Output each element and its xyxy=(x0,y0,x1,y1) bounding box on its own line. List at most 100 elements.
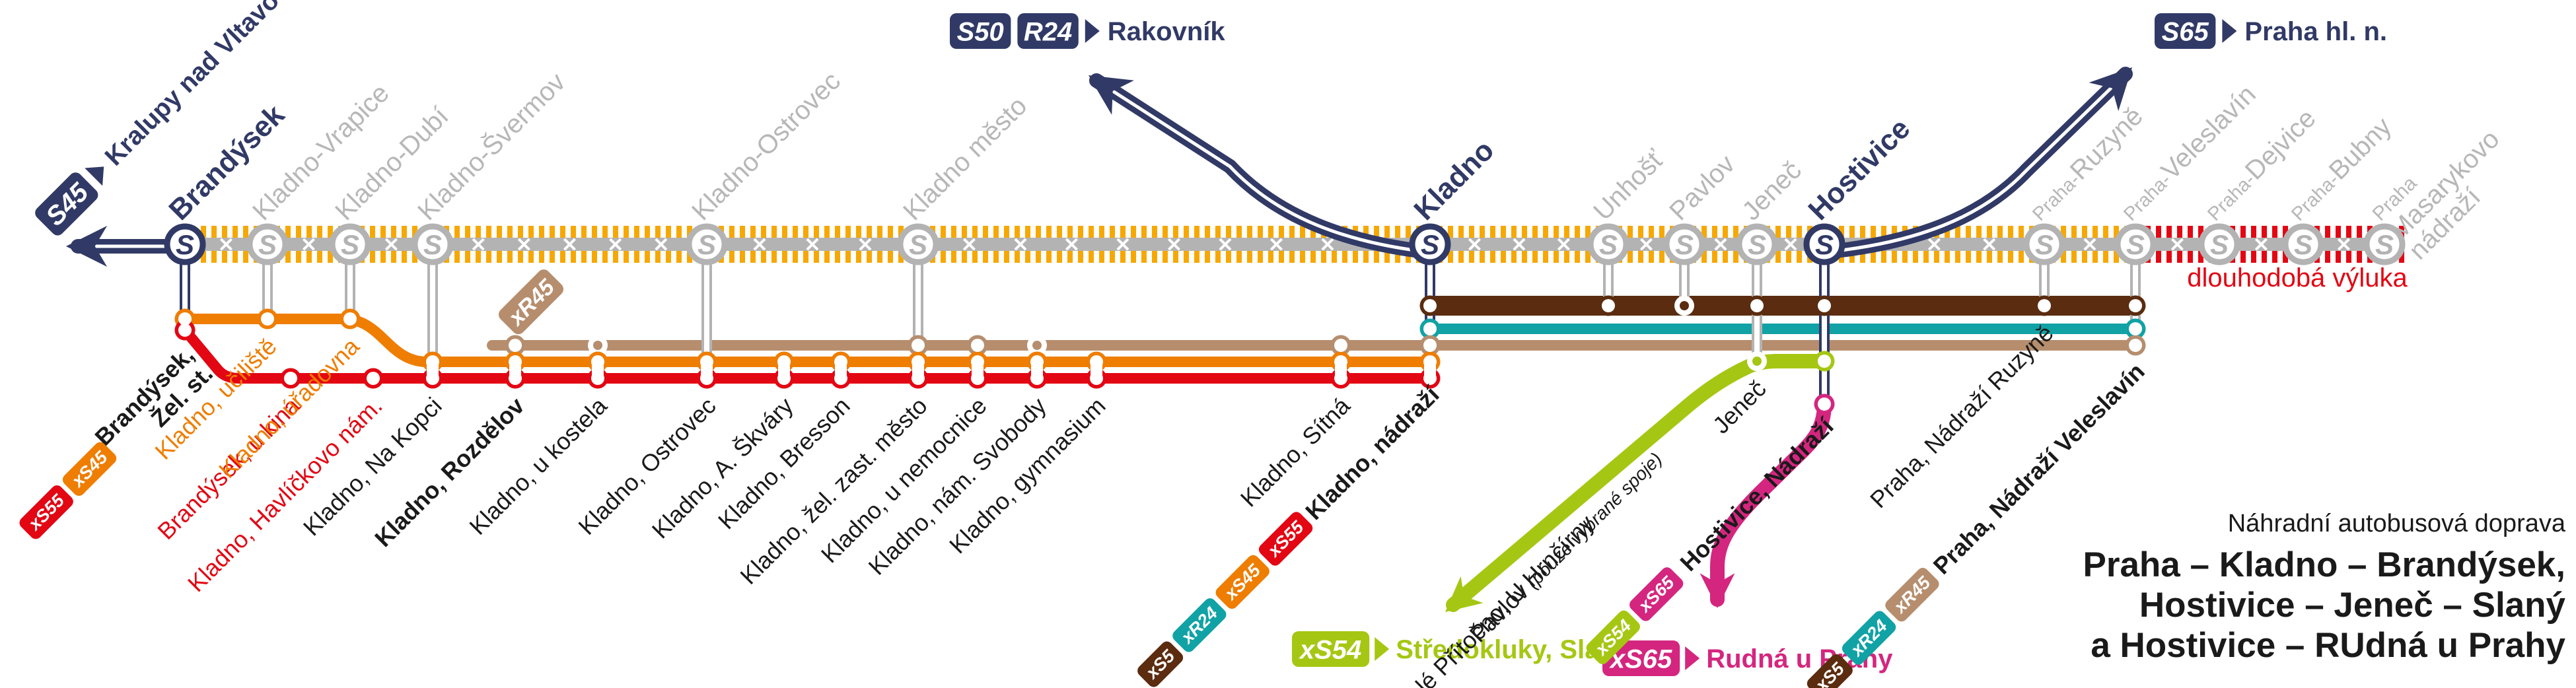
arrow-line-core xyxy=(1094,79,1432,254)
station-name: Hostivice xyxy=(1802,112,1916,226)
stem-core xyxy=(915,258,921,376)
track-closed-x-icon: ✕ xyxy=(301,234,317,256)
rail-station-kladno-vrapice: S xyxy=(246,223,289,265)
rail-station-kladno-mesto: S xyxy=(897,223,939,265)
station-name: Kladno město xyxy=(898,91,1032,226)
station-icon xyxy=(1587,223,1629,265)
station-s-glyph: S xyxy=(1748,229,1766,260)
bus-stop-dot xyxy=(178,324,192,337)
rail-station-kladno-svermov: S xyxy=(411,223,454,265)
rail-station-praha-ruzyne: S xyxy=(2023,223,2065,265)
bus-stop-label: Pavlov (pouze vybrané spoje) xyxy=(1464,448,1666,647)
rail-station-pavlov: S xyxy=(1663,223,1705,265)
bus-stop-ring-center xyxy=(593,341,602,350)
bus-stop-kladno-uradovna xyxy=(340,308,361,329)
station-s-glyph: S xyxy=(2210,229,2229,260)
stem-core xyxy=(1427,258,1433,376)
bus-stop-dot xyxy=(591,372,604,385)
bus-stop-dot xyxy=(509,339,522,352)
track-closed-x-icon: ✕ xyxy=(751,234,768,256)
bus-stop-dot xyxy=(2038,299,2051,312)
bus-stop-hostivice-nadrazi xyxy=(1814,295,1835,415)
map-title-line: Praha – Kladno – Brandýsek, xyxy=(2083,545,2565,584)
bus-stop-dot xyxy=(700,355,713,368)
bus-line-path xyxy=(1446,354,1832,612)
stem-core xyxy=(430,258,435,376)
track-closed-x-icon: ✕ xyxy=(857,234,873,256)
rail-station-jenec: S xyxy=(1736,223,1778,265)
dest-arrow-icon xyxy=(1685,646,1700,670)
bus-stop-kladno-nam-svobody xyxy=(1026,335,1048,389)
station-name: Kladno-Ostrovec xyxy=(686,67,846,226)
track-closed-x-icon: ✕ xyxy=(2169,234,2186,256)
track-closed-x-icon: ✕ xyxy=(1063,234,1080,256)
bus-stop-kladno-havlickovo-nam xyxy=(363,368,384,389)
bus-stop-dot xyxy=(2129,339,2142,352)
track-closed-x-icon: ✕ xyxy=(1012,234,1028,256)
track-closed-x-icon: ✕ xyxy=(1782,234,1799,256)
rail-station-label: Kladno xyxy=(1408,134,1500,226)
route-badge-R24 xyxy=(1017,13,1079,49)
stem-core xyxy=(704,258,709,376)
stem-core xyxy=(1606,258,1611,303)
route-badge-S50 xyxy=(950,13,1011,49)
station-icon xyxy=(1409,223,1451,265)
bus-stop-dot xyxy=(1750,299,1764,312)
bus-stop-kladno-u-kostela xyxy=(587,335,608,389)
bus-stop-praha-nadrazi-veleslavin xyxy=(2125,295,2146,356)
route-badge-S65 xyxy=(2155,13,2216,49)
bus-line-path xyxy=(1710,397,1832,607)
bus-stop-dot xyxy=(1423,322,1437,335)
bus-stop-kladno-uciliste xyxy=(257,308,278,329)
stem-core xyxy=(1822,258,1827,401)
station-icon xyxy=(1663,223,1705,265)
dest-arrow-icon xyxy=(1085,19,1100,43)
station-icon xyxy=(2023,223,2065,265)
bus-stop-name: Hostivice, Nádraží xyxy=(1674,412,1839,576)
stem-core xyxy=(1682,258,1687,303)
bus-stop-pavlov-brown xyxy=(1674,296,1694,316)
bus-stop-kladno-zel-zast-mesto xyxy=(908,335,929,389)
route-badge-xR24 xyxy=(1172,598,1227,652)
bus-stop-dot xyxy=(912,372,925,385)
dest-arrow-icon xyxy=(85,166,104,186)
track-closed-x-icon: ✕ xyxy=(516,234,532,256)
station-s-glyph: S xyxy=(2294,229,2312,260)
track-closed-x-icon: ✕ xyxy=(1712,234,1729,256)
rail-station-praha-bubny: S xyxy=(2282,223,2324,265)
dest-arrow-icon xyxy=(2222,19,2237,43)
station-s-glyph: S xyxy=(258,229,277,260)
bus-stop-kladno-bresson xyxy=(830,351,851,389)
bus-stop-dot xyxy=(1090,355,1103,368)
bus-stop-dot xyxy=(591,355,604,368)
bus-stop-brandysek-zel-st xyxy=(174,308,196,341)
rail-station-label: Jeneč xyxy=(1736,156,1807,226)
track-closed-x-icon: ✕ xyxy=(1511,234,1527,256)
bus-stop-dot xyxy=(777,372,791,385)
map-title-block: Náhradní autobusová doprava Praha – Klad… xyxy=(2083,510,2565,666)
bus-stop-name: Kladno, nádraží xyxy=(1300,380,1445,525)
map-subtitle: Náhradní autobusová doprava xyxy=(2227,510,2565,537)
track-closed-x-icon: ✕ xyxy=(1556,234,1572,256)
bus-stop-dot xyxy=(426,355,439,368)
track-closed-x-icon: ✕ xyxy=(804,234,820,256)
bus-stop-dot xyxy=(1334,355,1347,368)
route-badge-label: S50 xyxy=(957,17,1004,46)
bus-stop-dot xyxy=(971,339,984,352)
station-s-glyph: S xyxy=(341,229,359,260)
track-closed-x-icon: ✕ xyxy=(1114,234,1131,256)
station-icon xyxy=(1803,223,1845,265)
station-name: Kladno xyxy=(1408,134,1500,226)
stem-core xyxy=(2042,258,2047,303)
bus-stop-jenec-bus xyxy=(1746,295,1768,371)
rail-station-praha-veleslavin: S xyxy=(2114,223,2157,265)
bus-stop-kladno-u-nemocnice xyxy=(967,335,988,389)
station-icon xyxy=(897,223,939,265)
bus-stop-dot xyxy=(834,355,847,368)
dest-arrow-icon xyxy=(1375,637,1390,661)
station-icon xyxy=(1736,223,1778,265)
station-name: Unhošť xyxy=(1588,144,1670,226)
station-icon xyxy=(2198,223,2240,265)
